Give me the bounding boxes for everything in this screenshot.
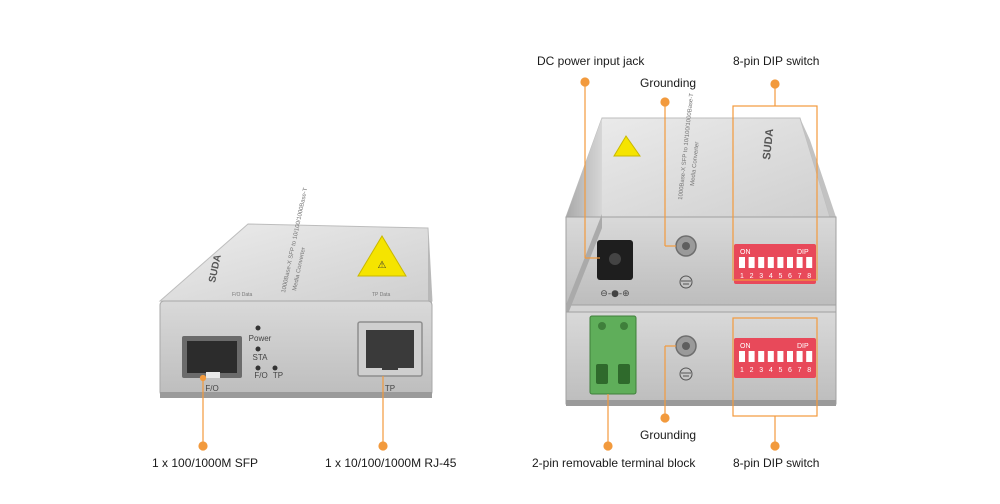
- sfp-port-slot: [187, 341, 237, 373]
- dip-top-number-6: 6: [788, 273, 792, 280]
- warning-label: [357, 235, 407, 277]
- rear-bottom-base: [566, 400, 836, 406]
- dip-bottom-on: ON: [740, 343, 751, 350]
- callout-dip-bottom-label: 8-pin DIP switch: [733, 456, 820, 470]
- rear-bottom-left-edge: [566, 214, 602, 319]
- dc-power-jack-pin: [609, 253, 621, 265]
- dip-bottom-key-4: [767, 351, 774, 362]
- rear-device-top: 1000Base-X SFP to 10/100/1000Base-T Medi…: [565, 93, 837, 306]
- callout-dip-top-label: 8-pin DIP switch: [733, 54, 820, 68]
- rj45-port-label: TP: [385, 384, 395, 393]
- power-led: [255, 325, 261, 331]
- front-panel-base: [160, 392, 432, 398]
- rear-top-right-edge: [800, 118, 836, 217]
- rear-top-surface: [565, 117, 831, 218]
- dip-bottom-key-5: [777, 351, 784, 362]
- dip-top-key-6: [787, 257, 793, 268]
- rj45-port-notch: [382, 364, 398, 370]
- dip-bottom-key-8: [806, 351, 813, 362]
- dip-bottom-number-2: 2: [750, 367, 754, 374]
- dip-top-number-2: 2: [750, 273, 754, 280]
- callout-dot-terminal: [603, 441, 613, 451]
- dip-bottom-number-1: 1: [740, 367, 744, 374]
- tp-led: [272, 365, 278, 371]
- ground-screw-bottom-center: [682, 342, 690, 350]
- dip-top-label: DIP: [797, 249, 809, 256]
- dip-bottom-number-7: 7: [798, 367, 802, 374]
- warning-icon: ⚠: [378, 260, 387, 271]
- power-led-label: Power: [249, 334, 272, 343]
- front-top-tp: TP Data: [372, 292, 390, 298]
- ground-screw-top-center: [682, 242, 690, 250]
- terminal-screw-1: [598, 322, 606, 330]
- front-top-fo: F/O Data: [232, 292, 253, 298]
- dip-switch-bottom: [734, 338, 816, 378]
- dip-top-number-8: 8: [807, 273, 811, 280]
- dip-bottom-number-3: 3: [759, 367, 763, 374]
- dip-top-key-1: [739, 257, 745, 268]
- dip-top-key-5: [777, 257, 784, 268]
- callout-grounding-top-label: Grounding: [640, 76, 697, 90]
- dip-bottom-number-4: 4: [769, 367, 773, 374]
- callout-dot-dip-bottom: [770, 441, 780, 451]
- dip-top-key-4: [767, 257, 774, 268]
- tp-led-label: TP: [273, 371, 283, 380]
- dip-top-number-5: 5: [778, 273, 782, 280]
- dip-bottom-key-6: [787, 351, 793, 362]
- sfp-port-label: F/O: [205, 384, 218, 393]
- dip-bottom-key-1: [739, 351, 745, 362]
- rear-brand-logo: SUDA: [761, 128, 776, 160]
- dip-top-number-4: 4: [769, 273, 773, 280]
- callout-lines: [198, 77, 818, 451]
- rj45-port-opening: [366, 330, 414, 368]
- ground-symbol-top-icon: [679, 275, 693, 289]
- dip-top-key-7: [796, 257, 803, 268]
- callout-dot-rj45: [378, 441, 388, 451]
- rear-top-print-2: Media Converter: [690, 141, 701, 186]
- rear-warning-label: [613, 135, 641, 157]
- dip-top-number-3: 3: [759, 273, 763, 280]
- callout-dot-sfp: [198, 441, 208, 451]
- callout-dot-ground-bottom: [660, 413, 670, 423]
- callout-dot-sfp-start: [199, 374, 207, 382]
- callout-rj45-label: 1 x 10/100/1000M RJ-45: [325, 456, 457, 470]
- terminal-slot-1: [596, 364, 608, 384]
- callout-sfp-label: 1 x 100/1000M SFP: [152, 456, 259, 470]
- dip-bottom-number-5: 5: [778, 367, 782, 374]
- ground-symbol-bottom-icon: [679, 367, 693, 381]
- dip-bottom-key-7: [796, 351, 803, 362]
- sta-led: [255, 346, 261, 352]
- dip-bottom-label: DIP: [797, 343, 809, 350]
- callout-bracket-dip-top: [732, 105, 818, 281]
- terminal-slot-2: [618, 364, 630, 384]
- sta-led-label: STA: [253, 353, 269, 362]
- terminal-screw-2: [620, 322, 628, 330]
- dc-polarity-icon: ⊖-●-⊕: [600, 289, 629, 299]
- sfp-port-latch: [206, 372, 220, 378]
- dip-bottom-number-8: 8: [807, 367, 811, 374]
- dip-bottom-key-2: [748, 351, 755, 362]
- fo-led-label: F/O: [254, 371, 267, 380]
- dip-top-on: ON: [740, 249, 751, 256]
- dip-bottom-key-3: [758, 351, 765, 362]
- dip-bottom-number-6: 6: [788, 367, 792, 374]
- front-device: ⚠ 1000Base-X SFP to 10/100/1000Base-T Me…: [158, 187, 433, 398]
- fo-led: [255, 365, 261, 371]
- dip-switch-top: [734, 244, 816, 284]
- dip-top-key-8: [806, 257, 813, 268]
- dip-top-key-3: [758, 257, 765, 268]
- callout-dot-dc: [580, 77, 590, 87]
- callout-terminal-label: 2-pin removable terminal block: [532, 456, 696, 470]
- dip-top-number-7: 7: [798, 273, 802, 280]
- callout-grounding-bottom-label: Grounding: [640, 428, 697, 442]
- callout-dot-dip-top: [770, 79, 780, 89]
- callout-dc-power-label: DC power input jack: [537, 54, 645, 68]
- dip-top-number-1: 1: [740, 273, 744, 280]
- callout-dot-ground-top: [660, 97, 670, 107]
- dip-top-key-2: [748, 257, 755, 268]
